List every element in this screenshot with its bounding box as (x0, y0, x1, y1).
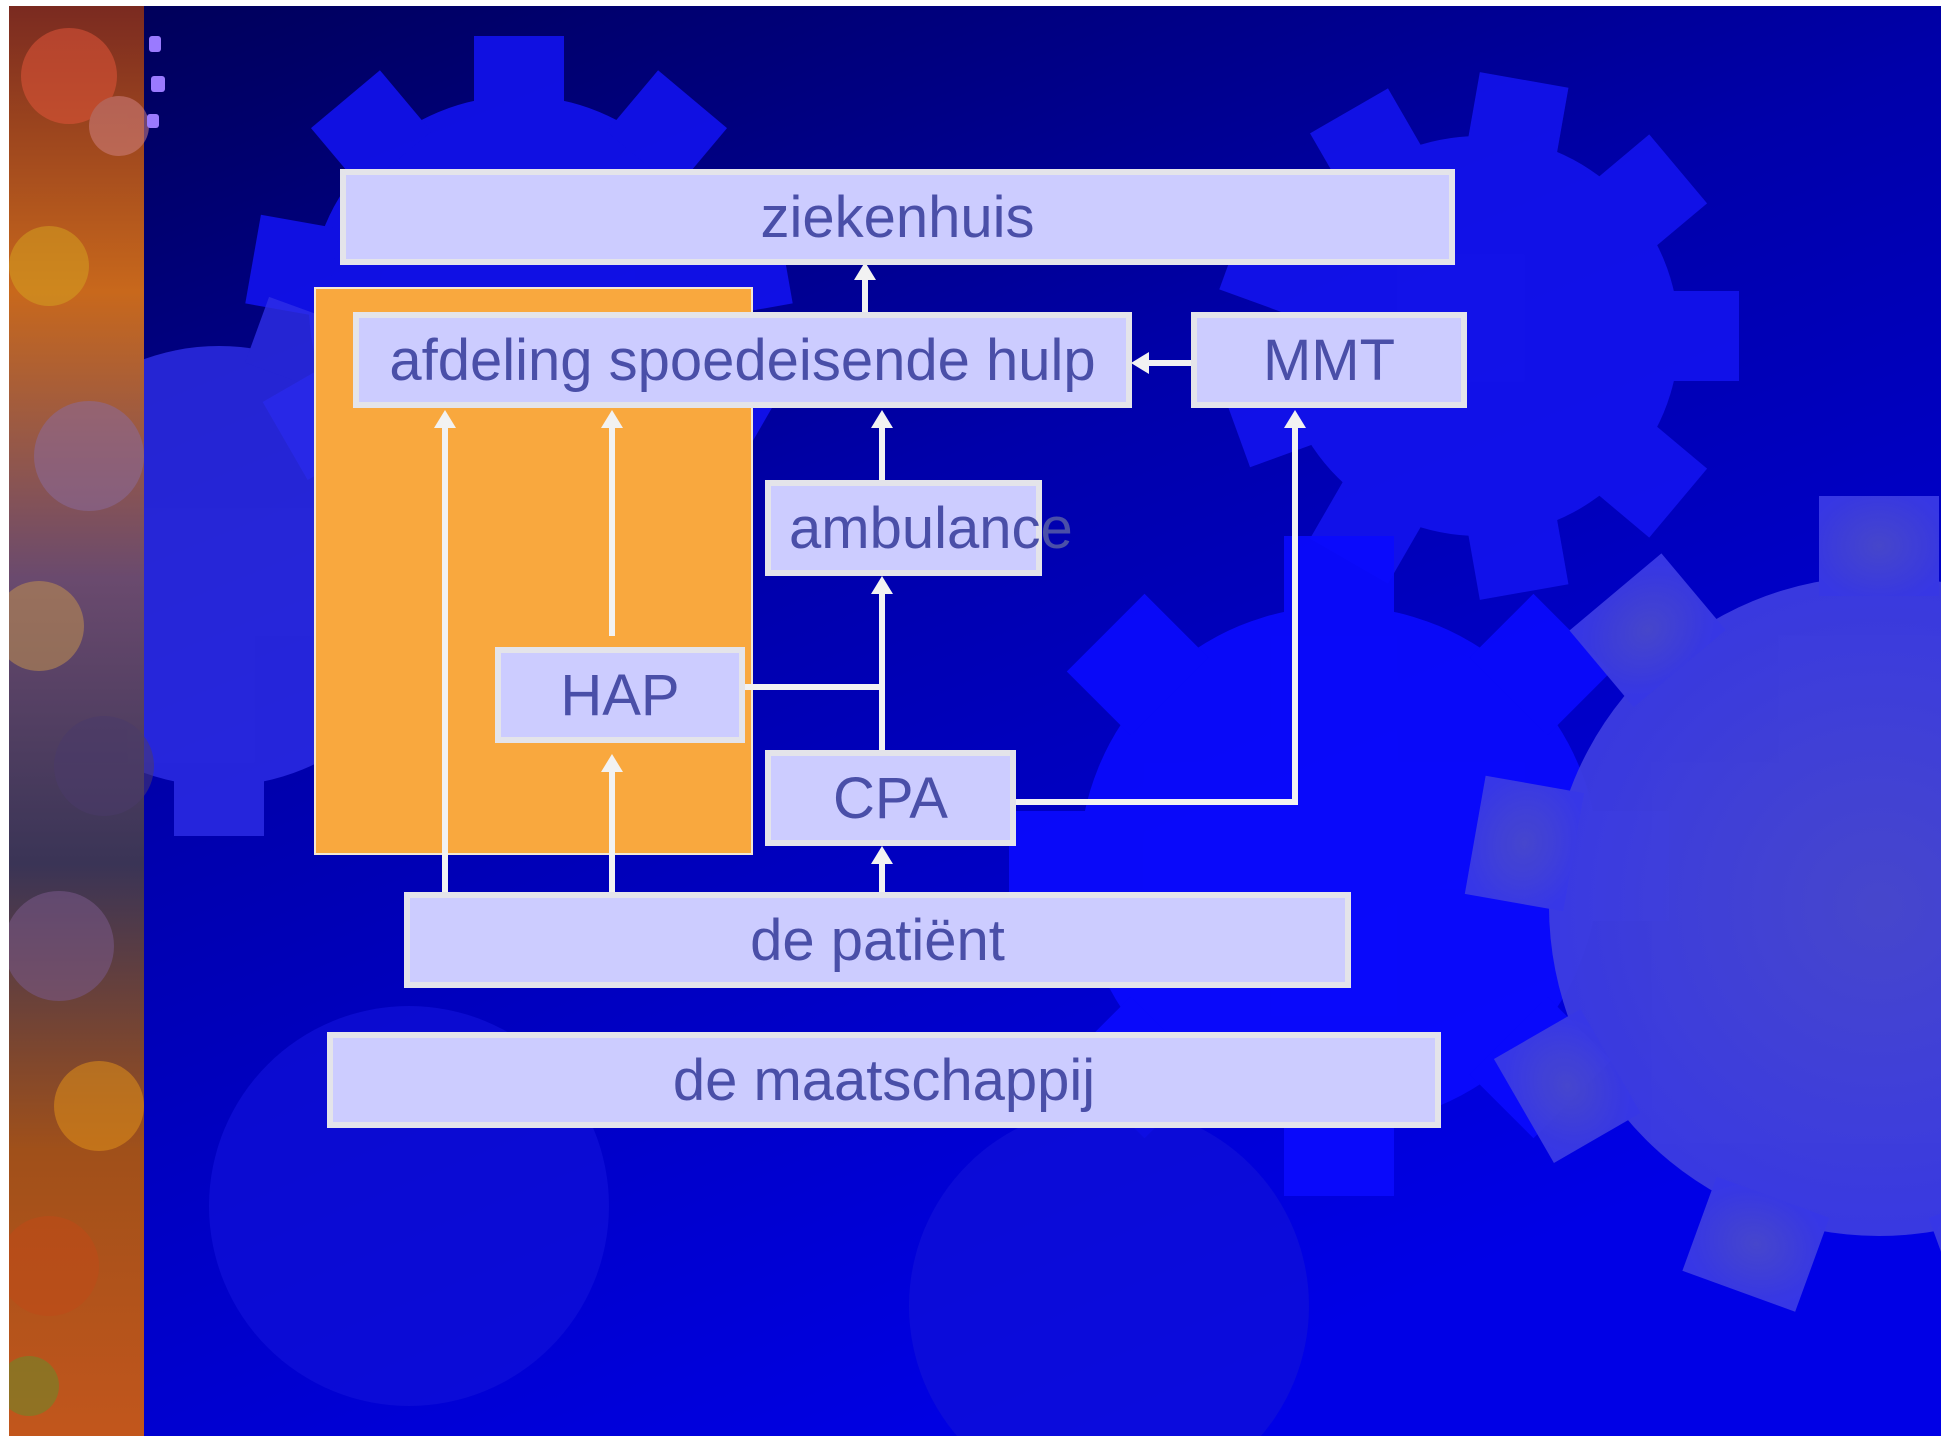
decorative-strip-gears (9, 28, 154, 1416)
node-afdeling-spoedeisende-hulp: afdeling spoedeisende hulp (353, 312, 1132, 408)
arrowhead-icon (434, 410, 456, 428)
node-mmt: MMT (1191, 312, 1467, 408)
arrowhead-icon (601, 410, 623, 428)
arrowhead-icon (871, 846, 893, 864)
connector-cpa-to-mmt (1016, 426, 1298, 805)
node-patient: de patiënt (404, 892, 1351, 988)
arrowhead-icon (1131, 352, 1149, 374)
node-ambulance: ambulance (765, 480, 1073, 576)
arrowhead-icon (871, 410, 893, 428)
node-hap: HAP (495, 647, 745, 743)
gear-icon (1464, 496, 1941, 1312)
arrowheads (434, 262, 1306, 864)
gear-icon (147, 36, 165, 128)
arrowhead-icon (871, 576, 893, 594)
connectors (442, 274, 1298, 892)
arrowhead-icon (854, 262, 876, 280)
node-ziekenhuis: ziekenhuis (340, 169, 1455, 265)
arrowhead-icon (1284, 410, 1306, 428)
node-maatschappij: de maatschappij (327, 1032, 1441, 1128)
arrowhead-icon (601, 754, 623, 772)
slide: ziekenhuis afdeling spoedeisende hulp MM… (9, 6, 1941, 1436)
node-cpa: CPA (765, 750, 1016, 846)
